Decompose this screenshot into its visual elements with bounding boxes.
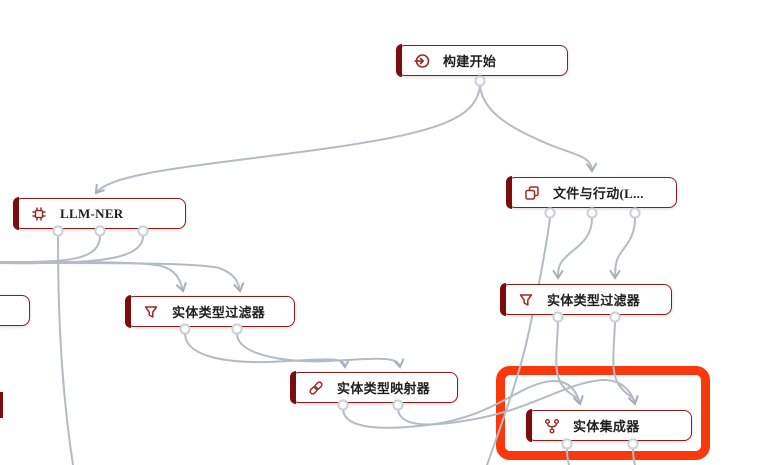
chip-icon <box>31 206 47 222</box>
node-entity-type-mapper[interactable]: 实体类型映射器 <box>290 371 458 404</box>
edge-filterleft-to-mapper2 <box>236 333 405 369</box>
node-title: 实体类型过滤器 <box>547 293 641 308</box>
edge-llmner-out3-left <box>0 235 144 265</box>
edge-start-to-llmner <box>94 85 481 195</box>
node-llm-ner[interactable]: LLM-NER <box>13 197 186 230</box>
copy-icon <box>524 185 540 201</box>
edge-fileaction-to-filterright2 <box>609 217 636 280</box>
edge-fileaction-to-filterright1 <box>552 217 593 280</box>
edge-start-to-fileaction <box>479 85 598 173</box>
node-accent-bar <box>290 371 297 404</box>
node-title: 文件与行动(L... <box>553 186 644 201</box>
link-icon <box>308 380 324 396</box>
edge-filterleft-to-mapper1 <box>184 333 350 369</box>
node-offscreen-bottom-left-sliver <box>0 392 3 418</box>
connection-port[interactable] <box>544 207 556 219</box>
connection-port[interactable] <box>629 207 641 219</box>
node-entity-type-filter-left[interactable]: 实体类型过滤器 <box>125 295 295 328</box>
edge-llmner-out2-left <box>0 235 101 264</box>
node-accent-bar <box>526 409 533 442</box>
connection-port[interactable] <box>586 207 598 219</box>
node-entity-type-filter-right[interactable]: 实体类型过滤器 <box>500 283 672 316</box>
node-accent-bar <box>506 176 513 209</box>
node-title: 构建开始 <box>443 54 497 69</box>
enter-icon <box>414 53 430 69</box>
node-offscreen-left[interactable] <box>0 295 30 326</box>
node-accent-bar <box>396 44 403 77</box>
edge-to-filterleft-in2 <box>0 261 245 293</box>
node-entity-integrator[interactable]: 实体集成器 <box>526 409 692 442</box>
funnel-icon <box>143 304 159 320</box>
node-accent-bar <box>125 295 132 328</box>
node-accent-bar <box>13 197 20 230</box>
funnel-icon <box>518 292 534 308</box>
edge-llmner-out1-down <box>57 235 74 465</box>
connection-port[interactable] <box>474 75 486 87</box>
node-accent-bar <box>500 283 507 316</box>
edge-to-filterleft-in1 <box>0 260 187 293</box>
node-title: LLM-NER <box>60 205 124 221</box>
merge-icon <box>544 418 560 434</box>
node-title: 实体类型映射器 <box>337 381 431 396</box>
node-title: 实体集成器 <box>573 419 640 434</box>
node-file-and-action[interactable]: 文件与行动(L... <box>506 176 677 209</box>
node-build-start[interactable]: 构建开始 <box>396 44 568 77</box>
node-title: 实体类型过滤器 <box>172 305 266 320</box>
